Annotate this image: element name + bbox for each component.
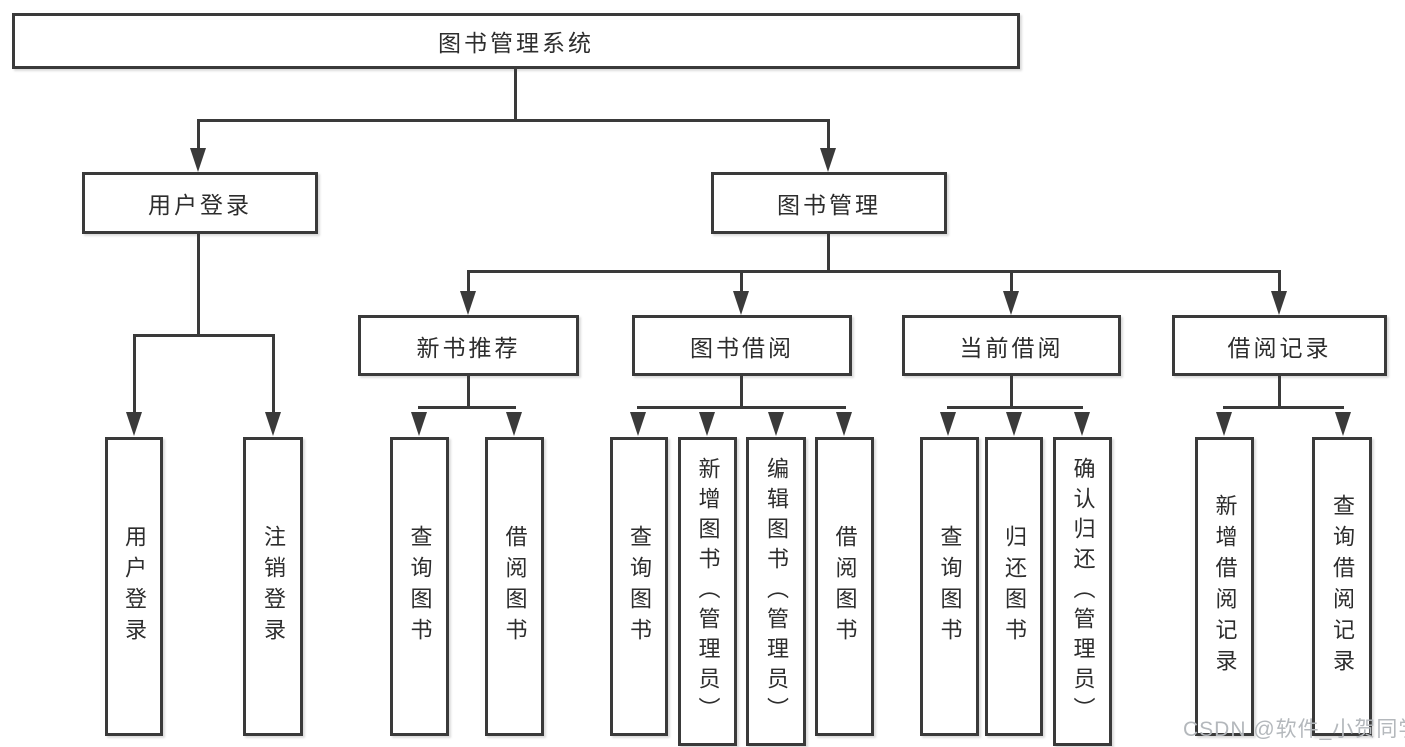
node-borrow-records-label: 借阅记录	[1227, 334, 1332, 361]
connector-arrowhead	[1074, 412, 1090, 436]
leaf-bb-borrow-books-label: 借阅图书	[832, 524, 858, 649]
leaf-rec-query-books-label: 查询图书	[407, 524, 433, 649]
leaf-logout: 注销登录	[243, 437, 303, 736]
connector-line	[1010, 376, 1013, 408]
connector-line	[467, 376, 470, 408]
leaf-rec-borrow-books: 借阅图书	[485, 437, 544, 736]
leaf-br-query-record-label: 查询借阅记录	[1330, 493, 1355, 680]
node-user-login-label: 用户登录	[148, 192, 252, 218]
leaf-br-query-record: 查询借阅记录	[1312, 437, 1372, 736]
leaf-rec-borrow-books-label: 借阅图书	[502, 524, 528, 649]
connector-line	[637, 406, 846, 409]
leaf-cb-return-books-label: 归还图书	[1002, 524, 1027, 649]
connector-line	[514, 69, 517, 120]
connector-arrowhead	[768, 412, 784, 436]
node-book-borrow: 图书借阅	[632, 315, 852, 376]
leaf-br-add-record-label: 新增借阅记录	[1212, 493, 1238, 680]
node-root-label: 图书管理系统	[438, 30, 594, 56]
node-root: 图书管理系统	[12, 13, 1020, 69]
connector-line	[1010, 270, 1013, 293]
node-current-borrow-label: 当前借阅	[959, 334, 1064, 361]
leaf-br-add-record: 新增借阅记录	[1195, 437, 1254, 736]
connector-arrowhead	[699, 412, 715, 436]
leaf-logout-label: 注销登录	[261, 524, 286, 649]
leaf-cb-query-books: 查询图书	[920, 437, 979, 736]
connector-arrowhead	[1006, 412, 1022, 436]
connector-arrowhead	[265, 412, 281, 436]
connector-line	[197, 234, 200, 336]
leaf-cb-query-books-label: 查询图书	[937, 524, 963, 649]
node-new-book-recommend: 新书推荐	[358, 315, 579, 376]
connector-arrowhead	[940, 412, 956, 436]
leaf-cb-return-books: 归还图书	[985, 437, 1043, 736]
connector-arrowhead	[460, 291, 476, 315]
node-book-borrow-label: 图书借阅	[690, 334, 794, 361]
connector-arrowhead	[820, 148, 836, 172]
connector-line	[947, 406, 1083, 409]
connector-arrowhead	[126, 412, 142, 436]
connector-line	[133, 334, 136, 414]
connector-line	[740, 270, 743, 293]
node-borrow-records: 借阅记录	[1172, 315, 1387, 376]
leaf-bb-query-books-label: 查询图书	[627, 524, 652, 649]
connector-arrowhead	[190, 148, 206, 172]
node-user-login: 用户登录	[82, 172, 318, 234]
leaf-bb-edit-books: 编辑图书（管理员）	[746, 437, 806, 746]
leaf-user-login: 用户登录	[105, 437, 163, 736]
leaf-bb-add-books-label: 新增图书（管理员）	[695, 456, 721, 727]
connector-arrowhead	[411, 412, 427, 436]
connector-arrowhead	[733, 291, 749, 315]
connector-line	[740, 376, 743, 408]
connector-line	[467, 270, 470, 293]
connector-arrowhead	[836, 412, 852, 436]
node-new-book-recommend-label: 新书推荐	[416, 334, 521, 361]
connector-arrowhead	[1216, 412, 1232, 436]
leaf-rec-query-books: 查询图书	[390, 437, 449, 736]
connector-line	[1278, 376, 1281, 408]
connector-line	[197, 119, 830, 122]
leaf-bb-edit-books-label: 编辑图书（管理员）	[764, 456, 789, 727]
connector-arrowhead	[506, 412, 522, 436]
leaf-cb-confirm-return-label: 确认归还（管理员）	[1070, 456, 1096, 727]
connector-line	[1278, 270, 1281, 293]
connector-arrowhead	[1271, 291, 1287, 315]
leaf-user-login-label: 用户登录	[122, 524, 147, 649]
leaf-bb-add-books: 新增图书（管理员）	[678, 437, 737, 746]
connector-line	[272, 334, 275, 414]
leaf-bb-borrow-books: 借阅图书	[815, 437, 874, 736]
connector-arrowhead	[1003, 291, 1019, 315]
leaf-cb-confirm-return: 确认归还（管理员）	[1053, 437, 1112, 746]
connector-line	[827, 119, 830, 150]
connector-line	[197, 119, 200, 150]
connector-line	[133, 334, 275, 337]
leaf-bb-query-books: 查询图书	[610, 437, 668, 736]
node-book-management: 图书管理	[711, 172, 947, 234]
connector-arrowhead	[630, 412, 646, 436]
connector-line	[467, 270, 1281, 273]
connector-arrowhead	[1335, 412, 1351, 436]
node-current-borrow: 当前借阅	[902, 315, 1121, 376]
node-book-management-label: 图书管理	[777, 192, 881, 218]
connector-line	[418, 406, 516, 409]
connector-line	[827, 234, 830, 272]
csdn-watermark: CSDN @软件_小贺同学	[1183, 718, 1405, 741]
connector-line	[1223, 406, 1344, 409]
